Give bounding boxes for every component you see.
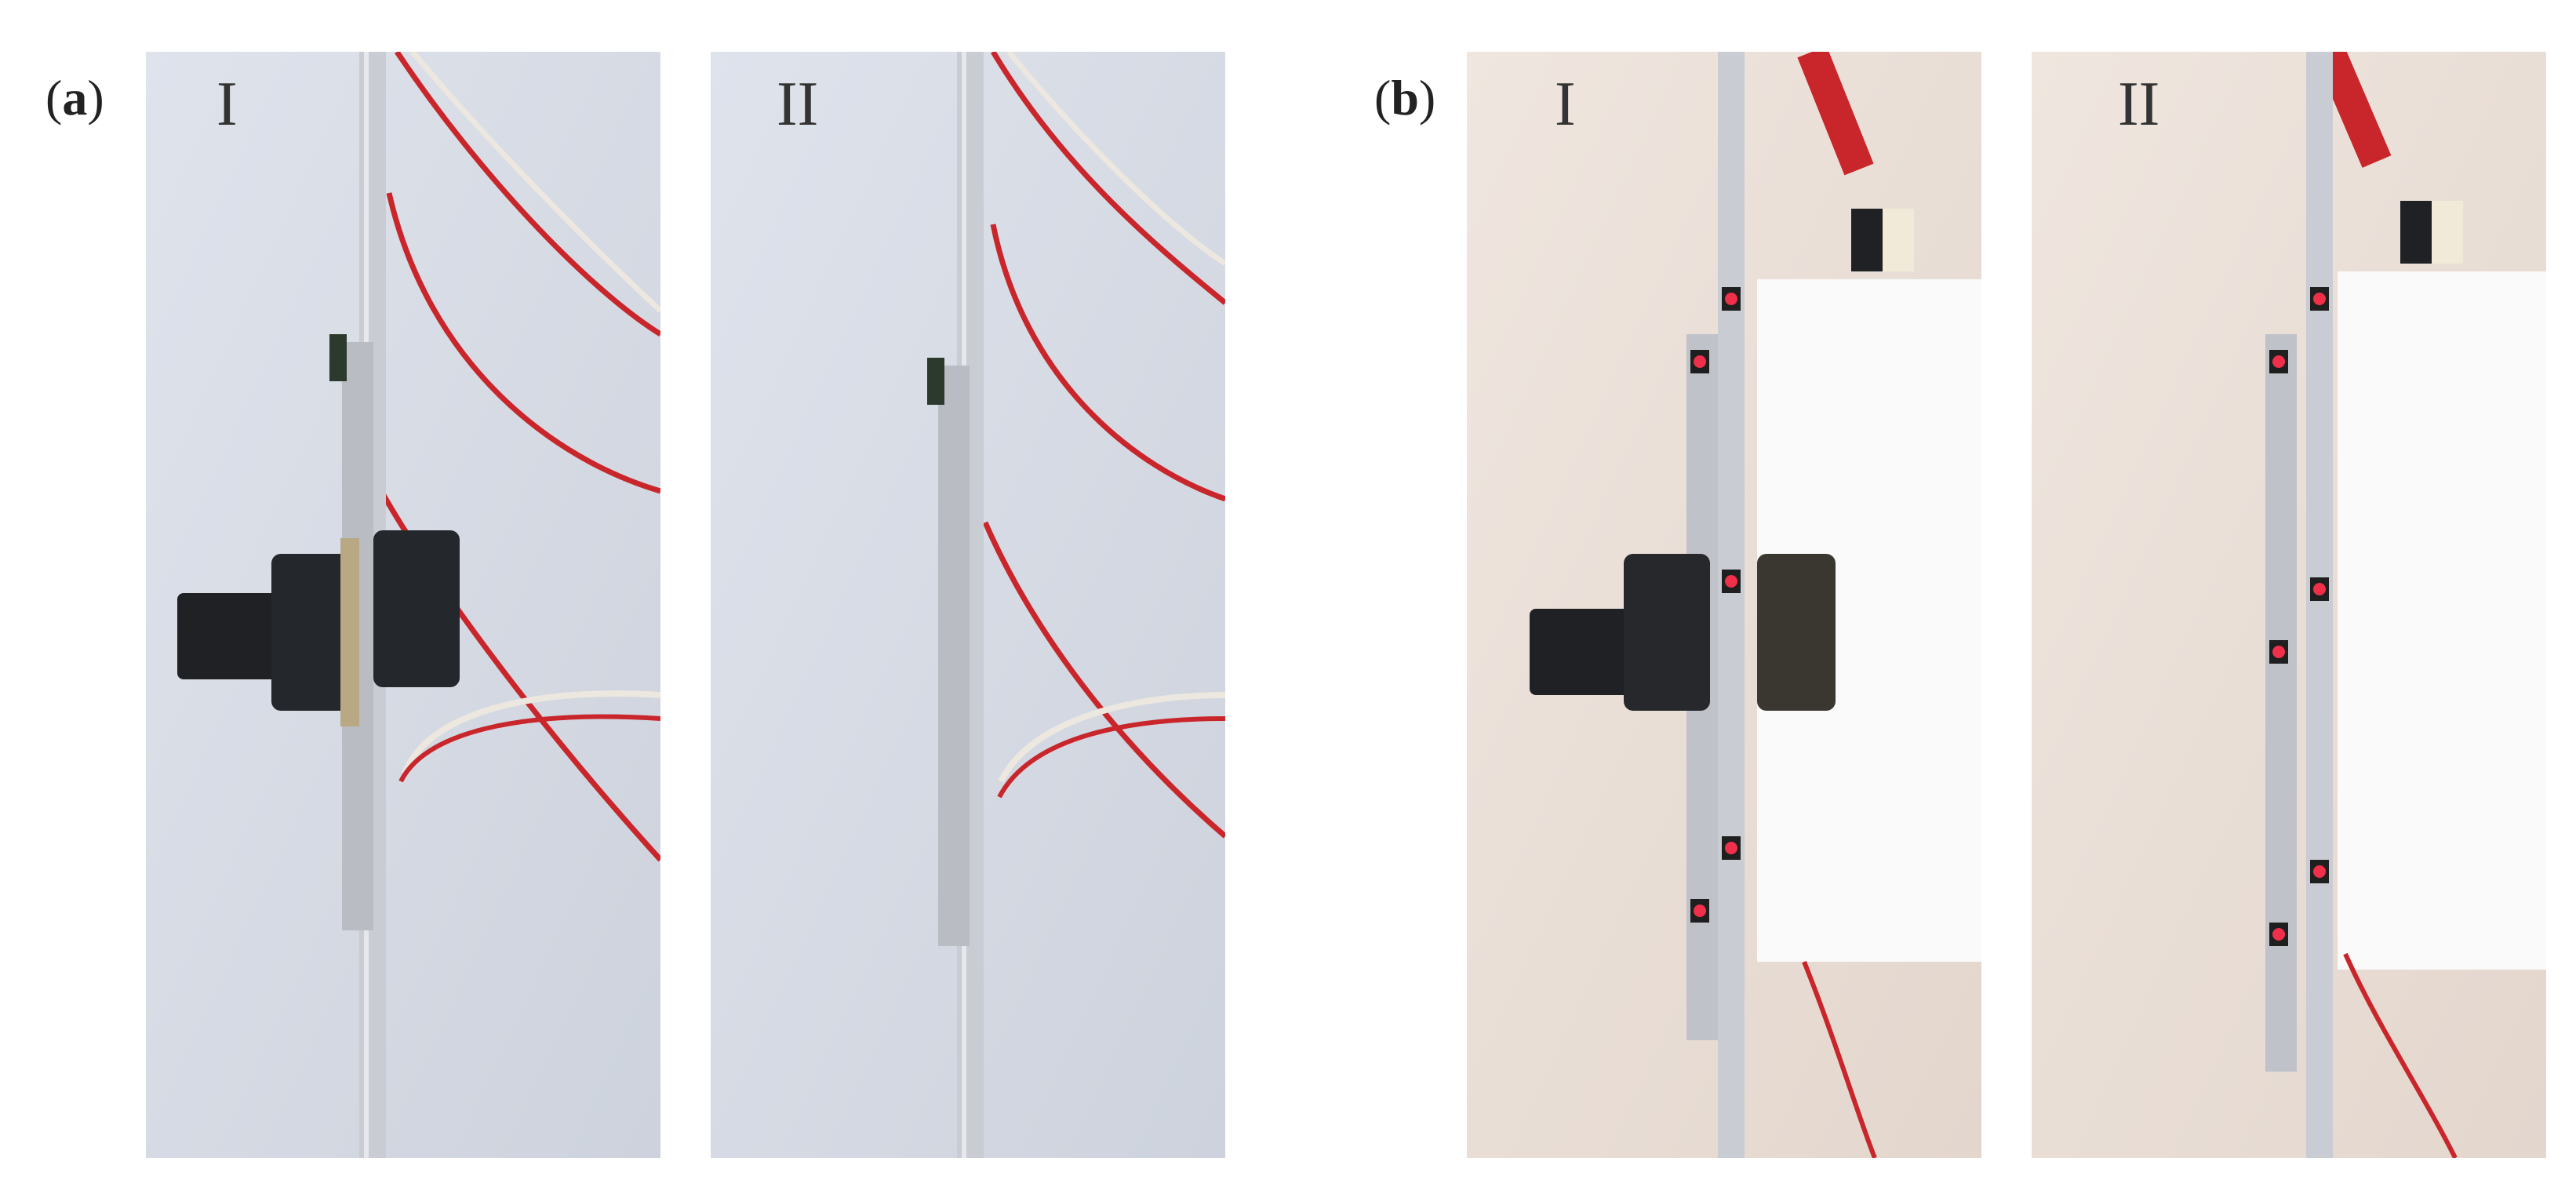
panel-b-letter: b: [1391, 70, 1419, 126]
panel-a-label: (a): [45, 69, 104, 127]
photo-b-1-roman: I: [1555, 70, 1576, 139]
photo-a-2: II: [711, 52, 1225, 1158]
photo-b-1: I: [1467, 52, 1981, 1158]
panel-b-open: (: [1374, 70, 1392, 126]
panel-a-close: ): [87, 70, 104, 126]
panel-a-open: (: [45, 70, 63, 126]
photo-b-2-image: [2032, 52, 2546, 1158]
photo-a-1: I: [146, 52, 660, 1158]
panel-b-close: ): [1418, 70, 1436, 126]
photo-b-2-roman: II: [2118, 70, 2160, 139]
panel-a-letter: a: [62, 70, 88, 126]
photo-a-1-roman: I: [216, 70, 238, 139]
photo-a-2-roman: II: [777, 70, 819, 139]
photo-b-1-image: [1467, 52, 1981, 1158]
photo-b-2: II: [2032, 52, 2546, 1158]
photo-a-2-image: [711, 52, 1225, 1158]
photo-a-1-image: [146, 52, 660, 1158]
panel-b-label: (b): [1374, 69, 1435, 127]
